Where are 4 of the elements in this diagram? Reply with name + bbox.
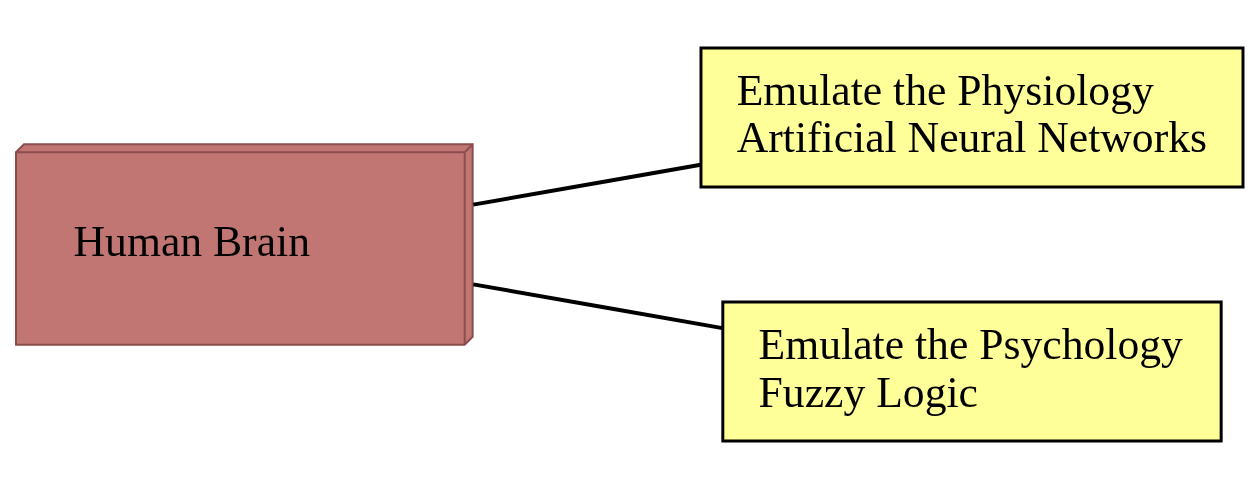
connector: [472, 162, 702, 207]
node-box: Emulate the Psychology Fuzzy Logic: [721, 300, 1223, 443]
connector: [472, 282, 723, 331]
node-box: Emulate the Physiology Artificial Neural Networks: [699, 46, 1245, 189]
